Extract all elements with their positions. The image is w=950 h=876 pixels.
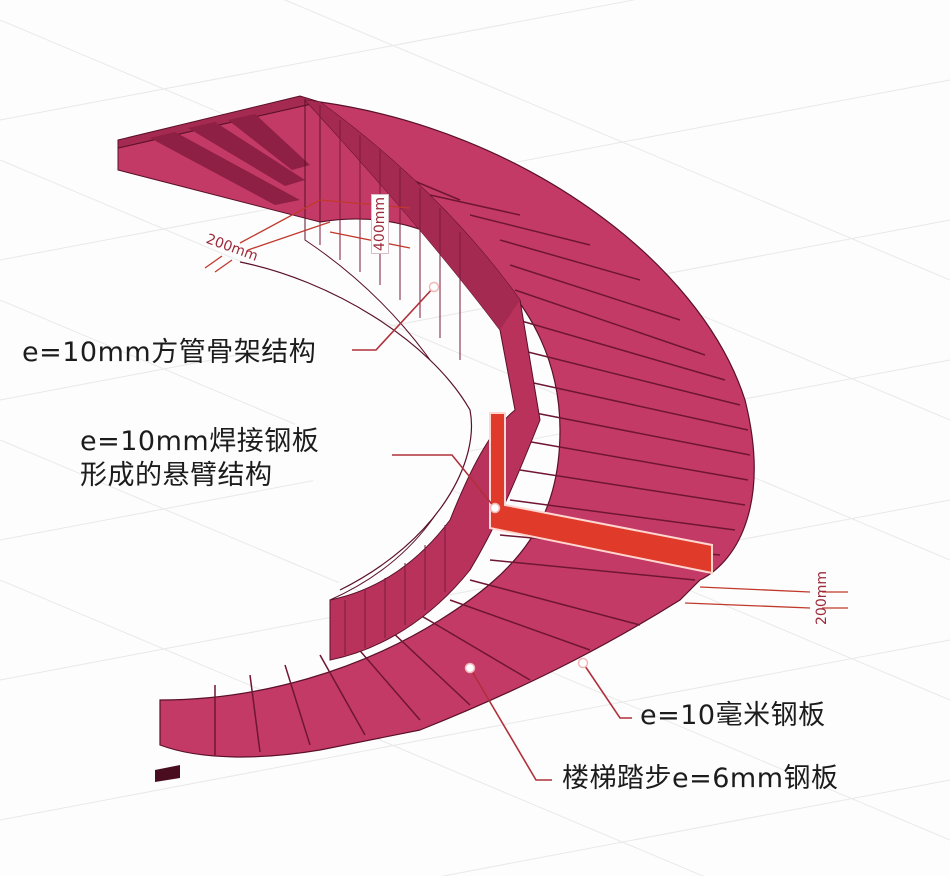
callout-dots (428, 281, 589, 674)
label-square-tube-frame: e=10mm方管骨架结构 (22, 337, 317, 368)
label-steel-plate-10mm: e=10毫米钢板 (640, 700, 826, 731)
label-welded-plate-line2: 形成的悬臂结构 (80, 460, 273, 491)
outer-treads (159, 101, 755, 758)
top-flight (117, 95, 322, 223)
base-foot (155, 765, 180, 782)
inner-stringer (303, 99, 541, 661)
dimension-bottom-thickness: 200mm (814, 571, 830, 625)
dimension-lines (204, 199, 848, 609)
inner-void (240, 262, 472, 590)
leader-lines (352, 286, 632, 781)
label-tread-plate: 楼梯踏步e=6mm钢板 (562, 763, 839, 794)
dimension-stringer-height: 400mm (371, 194, 389, 254)
cantilever-plate (489, 412, 713, 575)
label-welded-plate-line1: e=10mm焊接钢板 (80, 426, 320, 457)
